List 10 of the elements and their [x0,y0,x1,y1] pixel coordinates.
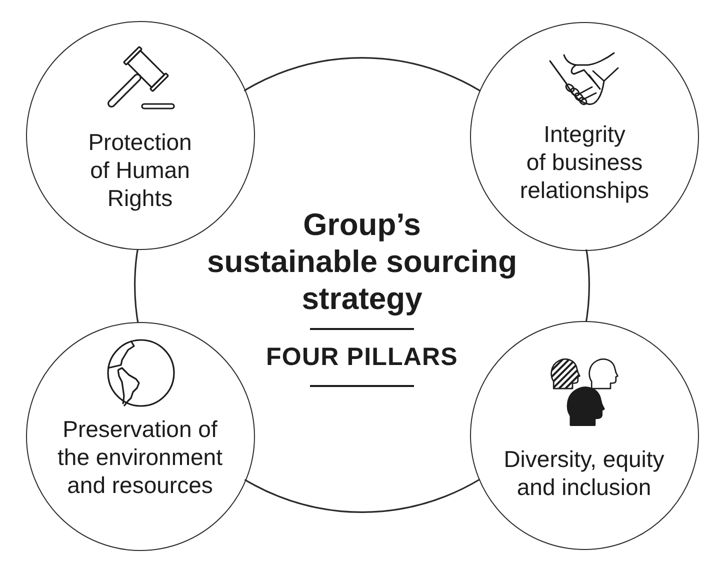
pillar-label: Diversity, equity and inclusion [504,445,664,501]
pillar-circle [26,322,254,550]
pillar-circle [470,22,699,250]
pillar-circle [26,21,254,250]
hub-subtitle: FOUR PILLARS [266,343,458,371]
pillar-label: Preservation of the environment and resources [58,415,222,499]
pillar-circle [470,321,698,550]
pillar-label: Integrity of business relationships [520,120,650,204]
hub-title: Group’s sustainable sourcing strategy [206,206,518,317]
pillar-label: Protection of Human Rights [88,128,192,212]
